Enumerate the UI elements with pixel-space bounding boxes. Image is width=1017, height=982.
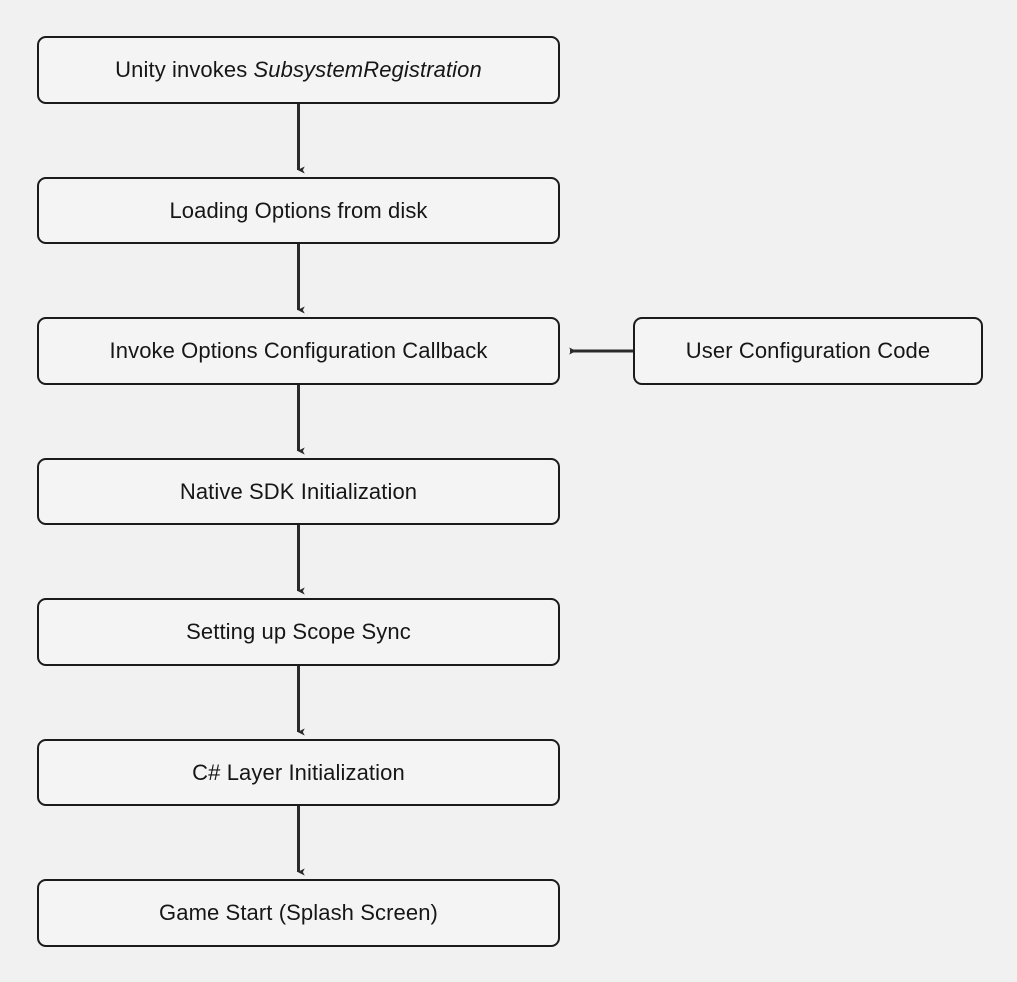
- node-label-emphasis: SubsystemRegistration: [253, 57, 482, 83]
- node-label: Game Start (Splash Screen): [159, 900, 438, 926]
- node-invoke-options-configuration-callback[interactable]: Invoke Options Configuration Callback: [37, 317, 560, 385]
- node-native-sdk-initialization[interactable]: Native SDK Initialization: [37, 458, 560, 525]
- node-label: Setting up Scope Sync: [186, 619, 411, 645]
- node-unity-invokes-subsystemregistration[interactable]: Unity invokes SubsystemRegistration: [37, 36, 560, 104]
- node-label: Invoke Options Configuration Callback: [109, 338, 488, 364]
- node-label: User Configuration Code: [685, 338, 931, 364]
- node-label: Unity invokes SubsystemRegistration: [103, 56, 494, 84]
- node-user-configuration-code[interactable]: User Configuration Code: [633, 317, 983, 385]
- node-game-start-splash-screen[interactable]: Game Start (Splash Screen): [37, 879, 560, 947]
- node-loading-options-from-disk[interactable]: Loading Options from disk: [37, 177, 560, 244]
- node-csharp-layer-initialization[interactable]: C# Layer Initialization: [37, 739, 560, 806]
- node-label-prefix: Unity invokes: [115, 57, 254, 83]
- node-label: Native SDK Initialization: [179, 478, 418, 504]
- node-setting-up-scope-sync[interactable]: Setting up Scope Sync: [37, 598, 560, 666]
- node-label: Loading Options from disk: [169, 197, 428, 223]
- node-label: C# Layer Initialization: [192, 759, 405, 785]
